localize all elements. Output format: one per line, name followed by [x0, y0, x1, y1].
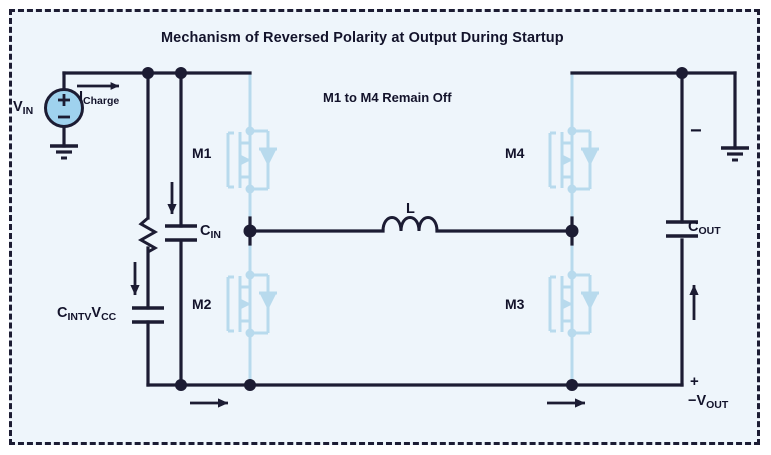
mosfet-m2-arrow-body: [241, 270, 276, 338]
cintvcc-label-text: C: [57, 305, 68, 321]
voltage-source-vin: [44, 88, 84, 128]
icharge-label-sub: Charge: [83, 95, 120, 107]
figure-subtitle: M1 to M4 Remain Off: [323, 90, 452, 105]
output-plus-sign: +: [690, 373, 699, 390]
inductor-l: [381, 216, 439, 232]
vin-label-sub: IN: [22, 105, 34, 117]
cin-label-sub: IN: [210, 229, 221, 241]
mosfet-group-m2: [226, 231, 270, 385]
device-label-m4: M4: [505, 145, 525, 161]
ground-icon-vin: [50, 144, 78, 160]
icharge-label-text: I: [79, 89, 84, 105]
output-minus-sign: −: [690, 120, 702, 142]
wires: [62, 71, 737, 387]
vin-label: VIN: [13, 99, 34, 117]
device-label-m3: M3: [505, 296, 525, 312]
mosfet-group-m4: [548, 73, 592, 231]
capacitor-cin: [165, 224, 197, 242]
mosfet-m1-arrow-body: [241, 126, 276, 194]
icharge-label: ICharge: [79, 89, 120, 107]
cintvcc-label-sub: INTV: [67, 311, 92, 323]
vout-label-text: −V: [688, 393, 707, 409]
device-label-m1: M1: [192, 145, 212, 161]
mosfet-group-m1: [226, 73, 270, 231]
cintvcc-label: CINTVVCC: [57, 305, 117, 323]
startup-resistor: [137, 216, 159, 254]
cout-label: COUT: [688, 219, 721, 237]
inductor-label: L: [406, 201, 415, 217]
mosfet-m4-arrow-body: [563, 126, 598, 194]
cintvcc-label-v: V: [91, 305, 102, 321]
mosfet-m3-arrow-body: [563, 270, 598, 338]
vout-label-sub: OUT: [706, 399, 729, 411]
cout-label-sub: OUT: [698, 225, 721, 237]
mosfet-group-m3: [548, 231, 592, 385]
device-label-m2: M2: [192, 296, 212, 312]
figure-title: Mechanism of Reversed Polarity at Output…: [161, 30, 564, 46]
cin-label: CIN: [200, 223, 221, 241]
cintvcc-label-sub2: CC: [101, 311, 117, 323]
ground-icon-output: [721, 146, 749, 162]
cout-label-text: C: [688, 219, 699, 235]
cin-label-text: C: [200, 223, 211, 239]
capacitor-cout: [666, 220, 698, 238]
junction-dots: [142, 67, 688, 391]
capacitor-cintvcc: [132, 306, 164, 324]
vin-label-text: V: [13, 99, 23, 115]
vout-label: −VOUT: [688, 393, 729, 411]
